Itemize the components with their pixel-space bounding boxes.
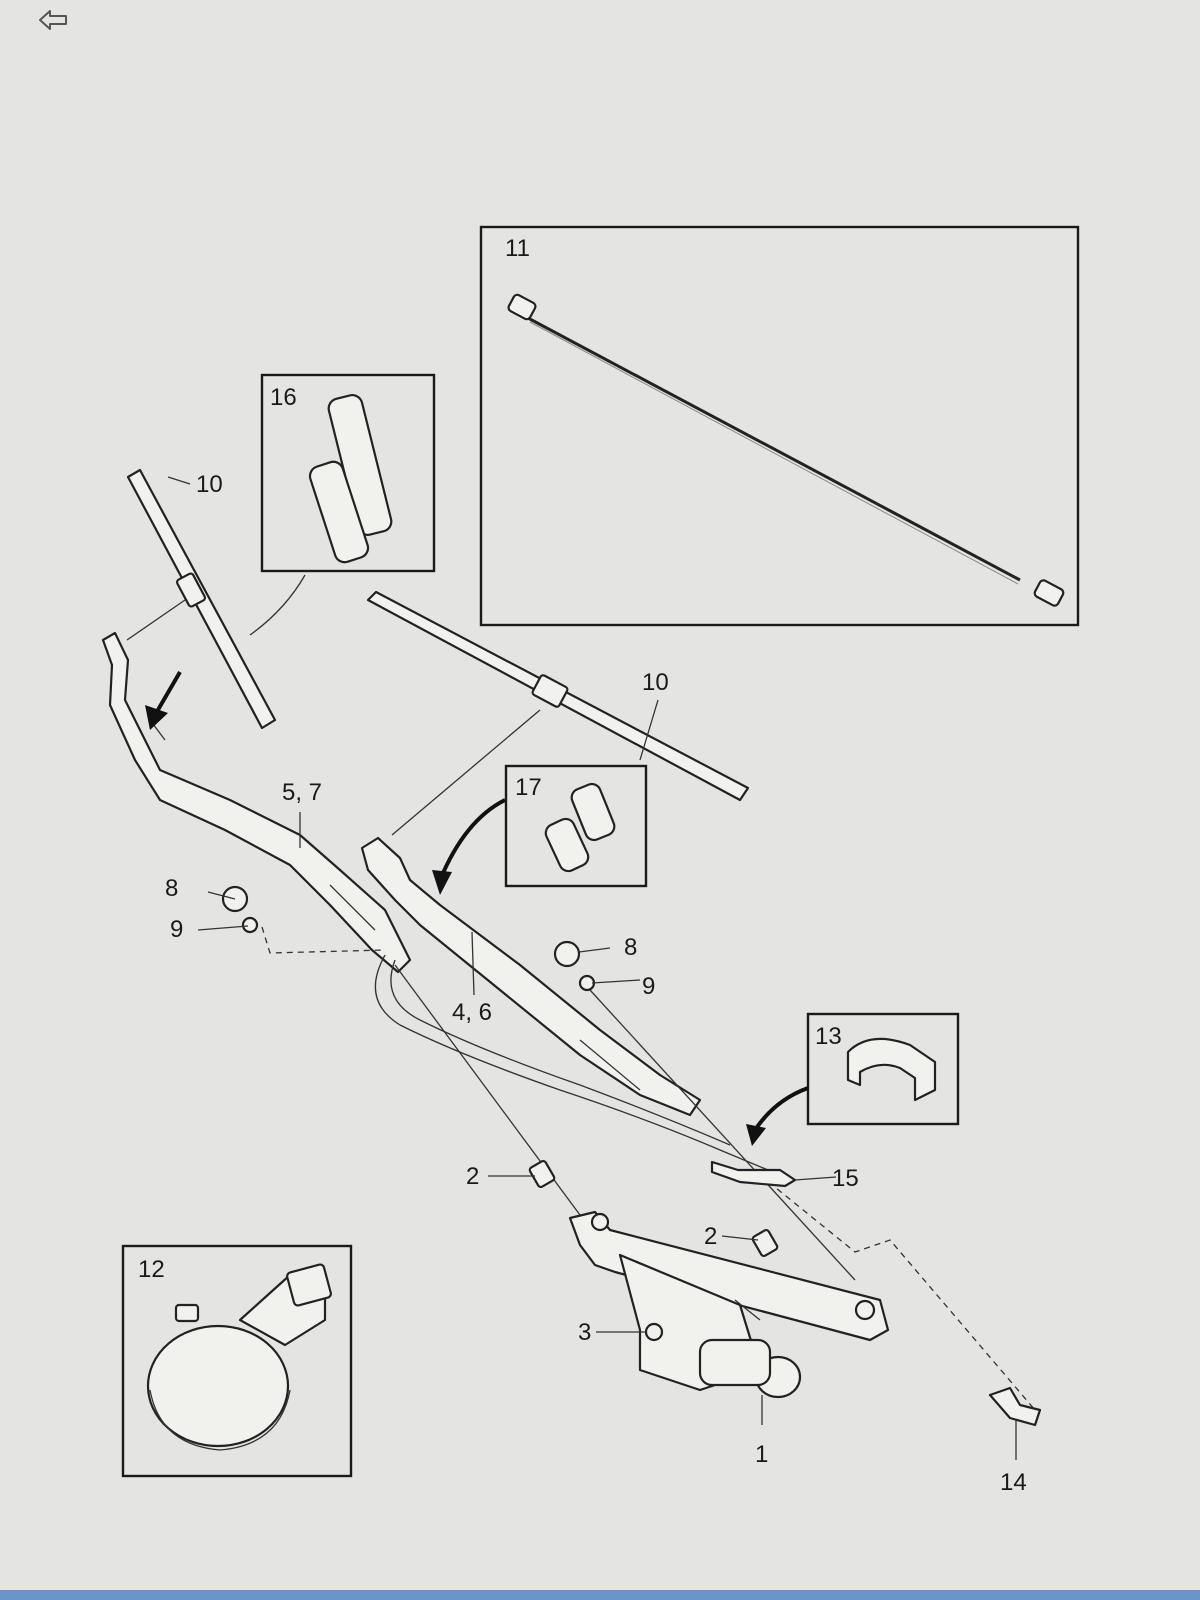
callout-8-right: 8	[624, 934, 637, 961]
callout-10-left: 10	[196, 471, 223, 498]
right-wiper-blade	[366, 590, 750, 836]
callout-16: 16	[270, 384, 297, 411]
callout-3: 3	[578, 1319, 591, 1346]
inset-13	[746, 1012, 960, 1146]
inset-11	[479, 225, 1080, 627]
callout-8-left: 8	[165, 875, 178, 902]
callout-17: 17	[515, 774, 542, 801]
callout-2-left: 2	[466, 1163, 479, 1190]
callout-10-right: 10	[642, 669, 669, 696]
inset-12	[121, 1244, 353, 1478]
callout-5-7: 5, 7	[282, 779, 322, 806]
bolt-2-left	[528, 1159, 556, 1189]
inset-16	[249, 373, 436, 636]
bolt-2-right	[751, 1228, 779, 1258]
blade-end-cap	[1033, 579, 1065, 607]
callout-9-left: 9	[170, 916, 183, 943]
bottom-accent-bar	[0, 1590, 1200, 1600]
back-arrow-icon[interactable]	[39, 10, 67, 30]
wiper-linkage	[568, 1210, 890, 1399]
callout-4-6: 4, 6	[452, 999, 492, 1026]
left-wiper-arm	[101, 631, 412, 974]
callout-9-right: 9	[642, 973, 655, 1000]
callout-11: 11	[505, 235, 530, 262]
nut-9-left	[241, 916, 259, 934]
callout-15: 15	[832, 1165, 859, 1192]
cap-8-right	[553, 940, 581, 968]
callout-12: 12	[138, 1256, 165, 1283]
screw-3	[644, 1322, 664, 1342]
inset-17	[432, 764, 648, 895]
left-wiper-blade	[126, 468, 277, 730]
callout-14: 14	[1000, 1469, 1027, 1496]
callout-2-right: 2	[704, 1223, 717, 1250]
right-wiper-arm	[360, 836, 702, 1117]
nut-9-right	[578, 974, 596, 992]
callout-13: 13	[815, 1023, 842, 1050]
callout-1: 1	[755, 1441, 768, 1468]
blade-end-cap	[507, 293, 537, 321]
